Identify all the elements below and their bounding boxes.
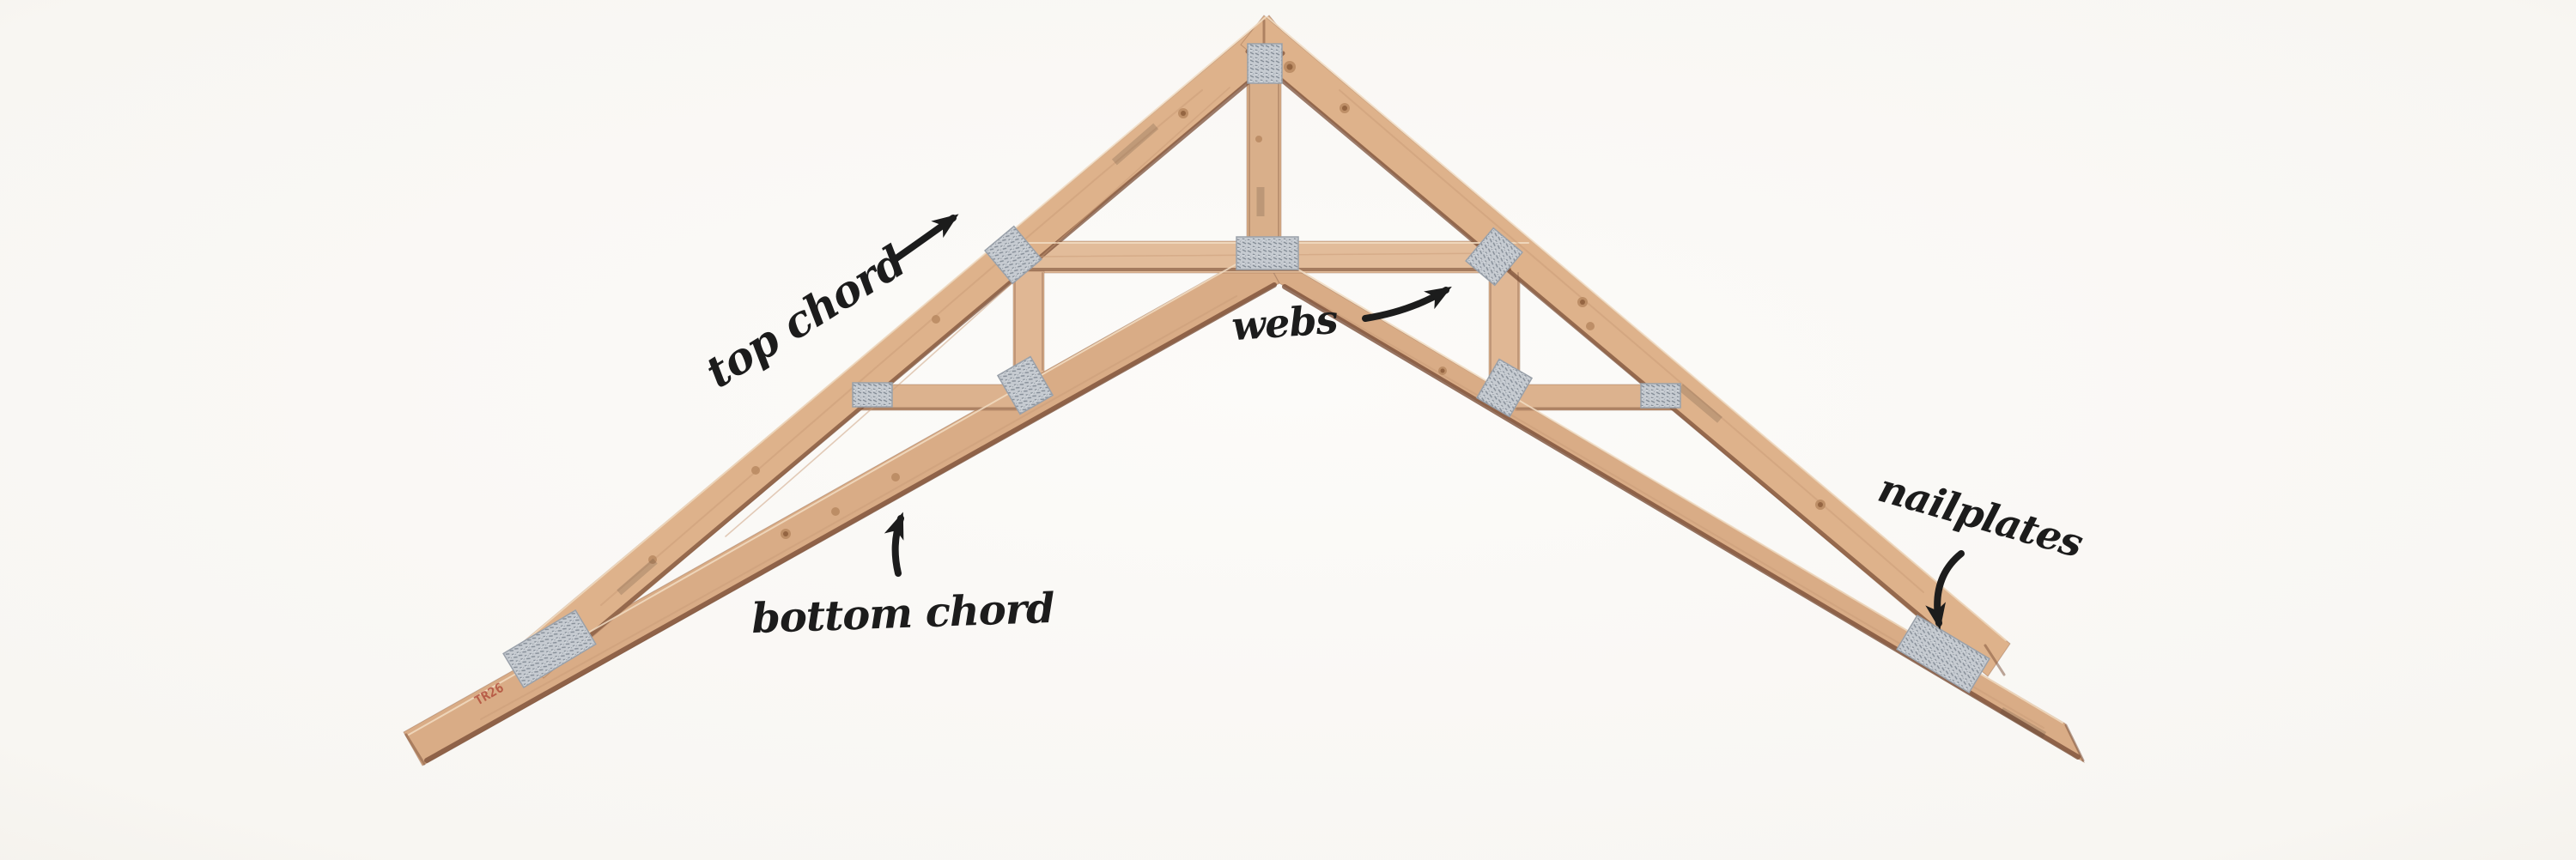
nailplate-heel-left [502, 609, 597, 688]
wood-texture: TR26 [404, 16, 2085, 766]
nailplates-group [502, 43, 1990, 693]
nailplate-web-left-inner [996, 355, 1054, 415]
nailplate-collar-right [1465, 227, 1523, 287]
label-webs: webs [1230, 296, 1339, 349]
nailplates-arrow [1925, 550, 1965, 630]
nailplate-web-left-outer [852, 382, 893, 408]
grade-stamp-smudges [617, 123, 2047, 738]
truss-members [403, 15, 2086, 766]
label-bottom-chord: bottom chord [750, 584, 1055, 643]
nailplate-collar-left [984, 225, 1042, 285]
nailplate-web-right-outer [1640, 383, 1681, 409]
bottom-chord-arrow [884, 512, 904, 577]
nailplate-web-right-inner [1475, 358, 1534, 418]
nailplate-apex [1247, 43, 1283, 84]
nailplate-heel-right [1896, 615, 1990, 693]
webs-arrow [1362, 286, 1452, 322]
top-chord-arrow [890, 214, 959, 263]
annotations: top chord webs bottom chord nailplates [696, 214, 2087, 643]
nailplate-collar-center [1236, 236, 1299, 270]
